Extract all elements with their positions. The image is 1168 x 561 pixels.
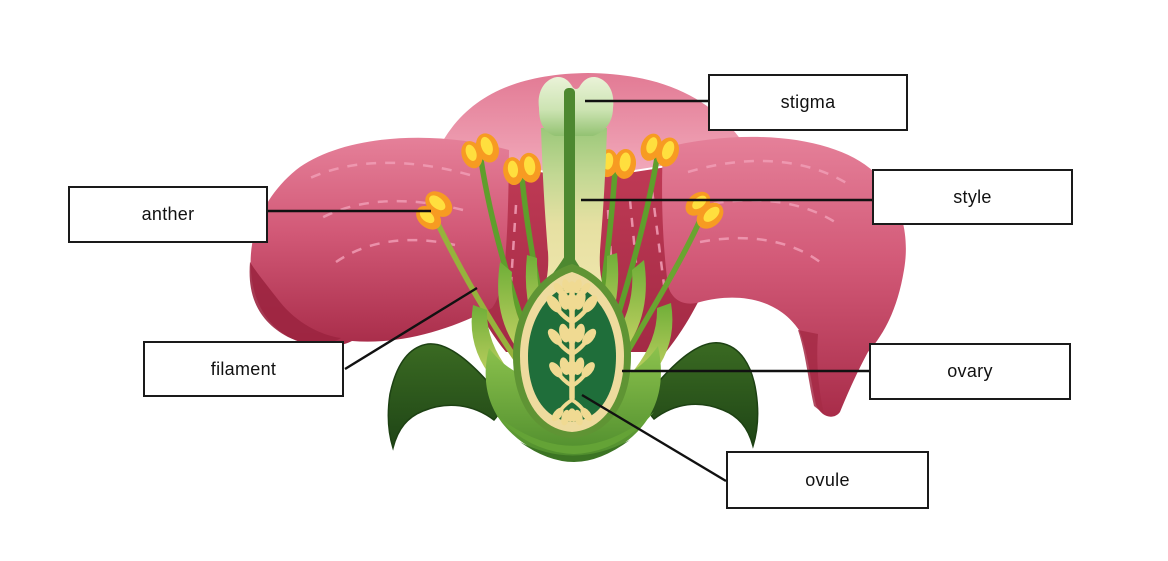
leader-line-filament xyxy=(344,286,478,371)
label-box-anther: anther xyxy=(68,186,268,243)
label-text-anther: anther xyxy=(141,204,195,224)
ovule-cluster xyxy=(544,276,601,429)
sepal-cup xyxy=(471,253,673,462)
label-box-filament: filament xyxy=(143,341,344,397)
label-box-ovule: ovule xyxy=(726,451,929,509)
label-box-stigma: stigma xyxy=(708,74,908,131)
petal-left xyxy=(249,137,509,347)
label-box-style: style xyxy=(872,169,1073,225)
stigma-shape xyxy=(538,76,614,136)
leaf-right xyxy=(646,342,759,449)
leader-line-ovule xyxy=(581,393,727,483)
label-text-ovule: ovule xyxy=(805,469,850,490)
label-text-ovary: ovary xyxy=(947,361,993,381)
label-box-ovary: ovary xyxy=(869,343,1071,400)
label-text-stigma: stigma xyxy=(780,92,836,112)
leaf-left xyxy=(387,343,502,451)
label-text-style: style xyxy=(953,186,992,207)
leader-lines xyxy=(268,99,872,483)
label-text-filament: filament xyxy=(210,358,277,379)
